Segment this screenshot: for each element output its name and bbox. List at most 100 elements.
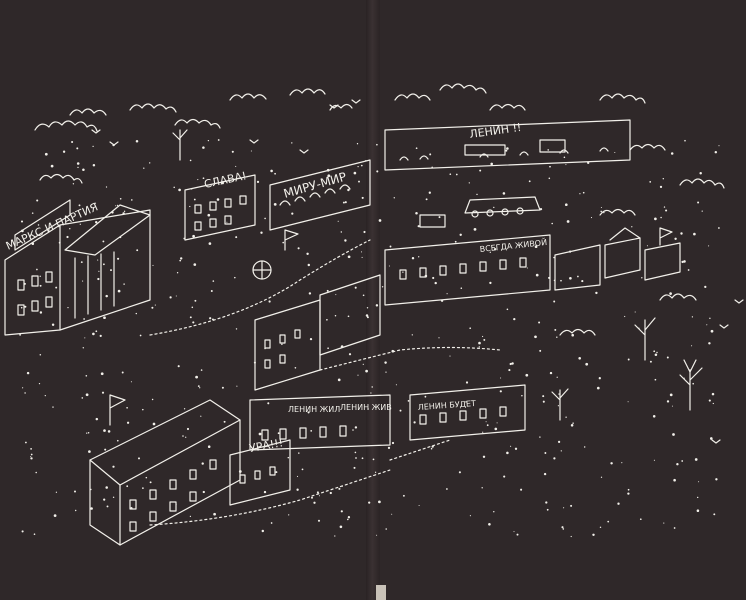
crowd-dot xyxy=(424,274,428,278)
crowd-dot xyxy=(30,457,33,460)
crowd-dot xyxy=(85,393,89,397)
crowd-dot xyxy=(413,421,416,424)
crowd-dot xyxy=(482,431,484,433)
crowd-dot xyxy=(78,204,81,207)
crowd-dot xyxy=(273,203,277,206)
crowd-dot xyxy=(173,186,175,189)
crowd-dot xyxy=(411,256,415,260)
crowd-dot xyxy=(342,201,345,204)
crowd-dot xyxy=(193,198,196,201)
crowd-dot xyxy=(624,315,626,318)
crowd-dot xyxy=(502,192,506,195)
crowd-dot xyxy=(432,276,435,280)
crowd-dot xyxy=(30,448,32,450)
crowd-dot xyxy=(197,179,199,181)
crowd-dot xyxy=(465,381,469,384)
crowd-dot xyxy=(582,191,585,194)
crowd-dot xyxy=(411,334,413,336)
crowd-dot xyxy=(221,181,224,185)
crowd-dot xyxy=(337,378,341,382)
crowd-dot xyxy=(673,527,676,529)
crowd-dot xyxy=(713,513,716,516)
crowd-dot xyxy=(306,252,309,255)
crowd-dot xyxy=(683,377,685,379)
crowd-dot xyxy=(577,275,579,278)
crowd-dot xyxy=(103,429,106,432)
sign-lenin-budet: ЛЕНИН БУДЕТ xyxy=(418,399,477,412)
crowd-dot xyxy=(365,314,369,317)
crowd-dot xyxy=(202,146,205,149)
crowd-dot xyxy=(77,166,79,169)
crowd-dot xyxy=(23,282,26,285)
crowd-dot xyxy=(36,268,38,271)
crowd-dot xyxy=(51,323,55,326)
crowd-dot xyxy=(195,375,198,379)
crowd-dot xyxy=(506,451,509,455)
crowd-dot xyxy=(554,328,557,331)
crowd-dot xyxy=(376,143,378,146)
crowd-dot xyxy=(418,504,420,507)
crowd-dot xyxy=(572,422,574,424)
crowd-dot xyxy=(378,219,382,222)
crowd-dot xyxy=(72,183,75,185)
crowd-dot xyxy=(670,152,674,155)
crowd-dot xyxy=(250,150,252,152)
crowd-dot xyxy=(478,346,480,348)
crowd-dot xyxy=(553,457,556,460)
crowd-dot xyxy=(549,371,553,375)
crowd-dot xyxy=(587,161,590,165)
crowd-dot xyxy=(352,429,354,431)
crowd-dot xyxy=(671,405,673,407)
crowd-dot xyxy=(137,457,141,460)
crowd-dot xyxy=(235,236,238,239)
crowd-dot xyxy=(82,347,85,349)
crowd-dot xyxy=(481,487,483,489)
crowd-dot xyxy=(355,457,357,459)
crowd-dot xyxy=(646,245,648,247)
crowd-dot xyxy=(370,392,372,394)
ura-building xyxy=(229,439,291,506)
crowd-dot xyxy=(97,259,99,261)
crowd-dot xyxy=(212,280,215,282)
crowd-dot xyxy=(539,207,543,211)
crowd-dot xyxy=(430,447,433,450)
crowd-dot xyxy=(698,481,700,483)
crowd-dot xyxy=(449,173,452,176)
crowd-dot xyxy=(126,421,130,424)
crowd-dot xyxy=(126,406,128,409)
crowd-dot xyxy=(135,139,139,143)
crowd-dot xyxy=(534,245,538,249)
crowd-dot xyxy=(362,363,364,365)
crowd-dot xyxy=(482,455,486,458)
crowd-dot xyxy=(260,231,263,234)
crowd-dot xyxy=(387,446,391,450)
crowd-dot xyxy=(119,236,122,239)
crowd-dot xyxy=(362,294,365,297)
crowd-dot xyxy=(598,377,601,380)
crowd-dot xyxy=(697,201,700,204)
crowd-dot xyxy=(478,341,481,345)
crowd-dot xyxy=(327,174,331,178)
crowd-dot xyxy=(235,328,238,330)
crowd-dot xyxy=(105,294,108,298)
crowd-dot xyxy=(176,272,179,274)
lenin-budet-building xyxy=(409,384,526,441)
crowd-dot xyxy=(105,186,108,188)
crowd-dot xyxy=(311,188,313,191)
crowd-dot xyxy=(339,525,343,529)
crowd-dot xyxy=(209,317,212,320)
crowd-dot xyxy=(718,145,720,147)
crowd-dot xyxy=(281,343,283,346)
crowd-dot xyxy=(641,277,643,279)
crowd-dot xyxy=(207,213,211,217)
crowd-dot xyxy=(368,501,371,504)
crowd-dot xyxy=(223,420,226,423)
crowd-dot xyxy=(112,465,115,468)
crowd-dot xyxy=(570,424,574,427)
crowd-dot xyxy=(35,471,37,474)
crowd-dot xyxy=(151,306,154,309)
crowd-dot xyxy=(656,351,658,354)
crowd-dot xyxy=(256,180,260,184)
crowd-dot xyxy=(681,460,684,462)
crowd-dot xyxy=(62,150,66,153)
